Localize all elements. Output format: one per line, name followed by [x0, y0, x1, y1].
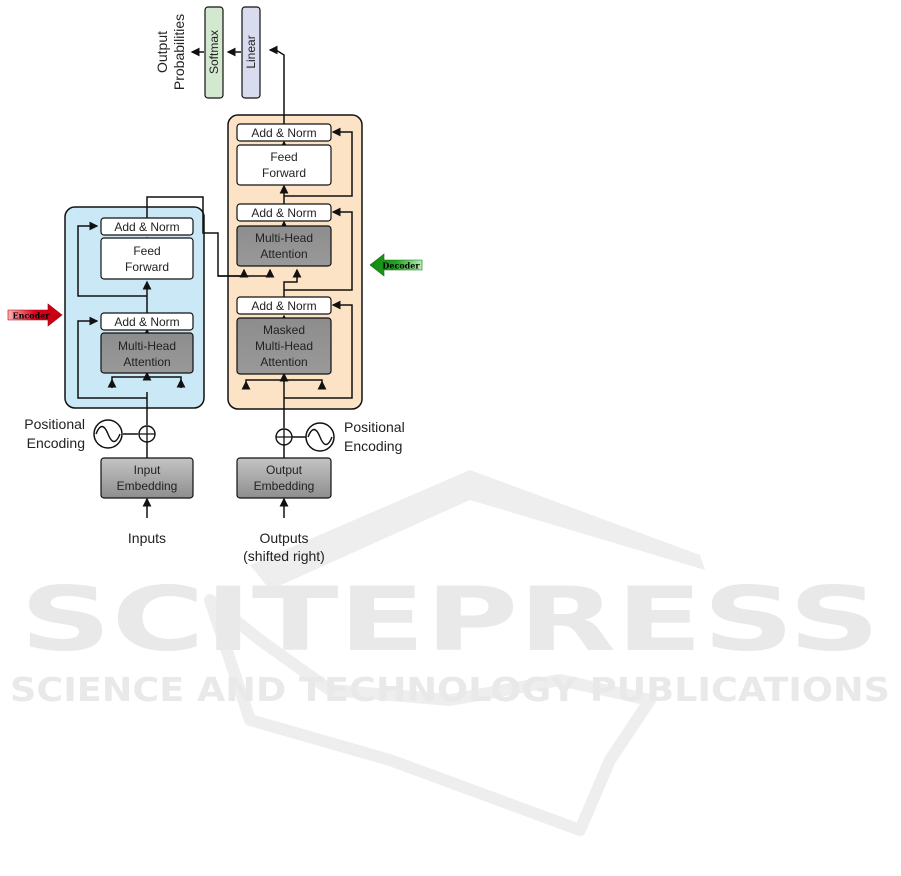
svg-text:Encoding: Encoding [344, 438, 402, 454]
encoder-multi-head-attention: Multi-Head Attention [100, 332, 194, 374]
linear-layer: Linear [241, 6, 261, 99]
svg-text:Decoder: Decoder [382, 261, 420, 271]
encoder-feed-forward: Feed Forward [100, 237, 194, 280]
svg-text:Multi-Head: Multi-Head [255, 231, 313, 245]
svg-text:Output: Output [154, 31, 170, 73]
decoder-masked-attention: Masked Multi-Head Attention [236, 317, 332, 375]
svg-text:Input: Input [134, 463, 161, 477]
svg-text:Outputs: Outputs [259, 530, 308, 546]
decoder-add-norm-bottom: Add & Norm [236, 296, 332, 315]
svg-text:Multi-Head: Multi-Head [255, 339, 313, 353]
svg-text:Feed: Feed [270, 150, 297, 164]
decoder-add-norm-top: Add & Norm [236, 123, 332, 142]
output-positional-encoding-label: Positional Encoding [344, 419, 405, 454]
output-embedding: Output Embedding [236, 457, 332, 499]
output-probabilities-label: Output Probabilities [154, 14, 187, 90]
svg-text:Masked: Masked [263, 323, 305, 337]
svg-text:Add & Norm: Add & Norm [114, 315, 179, 329]
svg-text:Linear: Linear [244, 35, 258, 68]
input-add-icon [138, 425, 156, 443]
watermark-map-shape [204, 594, 656, 836]
svg-text:Encoder: Encoder [12, 311, 50, 321]
svg-text:Embedding: Embedding [254, 479, 315, 493]
svg-text:Add & Norm: Add & Norm [251, 126, 316, 140]
watermark-swoosh [250, 470, 705, 590]
svg-text:Encoding: Encoding [27, 435, 85, 451]
svg-text:Forward: Forward [125, 260, 169, 274]
inputs-label: Inputs [128, 530, 166, 546]
decoder-feed-forward: Feed Forward [236, 144, 332, 186]
svg-text:Add & Norm: Add & Norm [114, 220, 179, 234]
svg-text:Add & Norm: Add & Norm [251, 206, 316, 220]
svg-text:Output: Output [266, 463, 303, 477]
input-positional-encoding-label: Positional Encoding [24, 416, 85, 451]
watermark-subtitle: SCIENCE AND TECHNOLOGY PUBLICATIONS [10, 670, 890, 709]
softmax-layer: Softmax [204, 6, 224, 99]
input-embedding: Input Embedding [100, 457, 194, 499]
output-positional-encoding-icon [305, 422, 335, 452]
output-add-icon [275, 428, 293, 446]
svg-text:Add & Norm: Add & Norm [251, 299, 316, 313]
watermark: SCITEPRESS SCIENCE AND TECHNOLOGY PUBLIC… [10, 470, 890, 836]
svg-text:Attention: Attention [260, 355, 307, 369]
input-positional-encoding-icon [93, 419, 123, 449]
encoder-block [64, 206, 205, 409]
svg-text:Positional: Positional [24, 416, 85, 432]
encoder-add-norm-top: Add & Norm [100, 217, 194, 236]
encoder-add-norm-bottom: Add & Norm [100, 312, 194, 331]
svg-text:Attention: Attention [123, 355, 170, 369]
encoder-tag-arrow: Encoder [7, 303, 63, 327]
svg-text:Softmax: Softmax [207, 30, 221, 74]
decoder-add-norm-mid: Add & Norm [236, 203, 332, 222]
svg-text:Attention: Attention [260, 247, 307, 261]
svg-text:Multi-Head: Multi-Head [118, 339, 176, 353]
svg-text:Embedding: Embedding [117, 479, 178, 493]
outputs-label: Outputs (shifted right) [243, 530, 325, 564]
watermark-title: SCITEPRESS [20, 568, 880, 671]
svg-text:(shifted right): (shifted right) [243, 548, 325, 564]
svg-text:Probabilities: Probabilities [171, 14, 187, 90]
svg-text:Positional: Positional [344, 419, 405, 435]
decoder-tag-arrow: Decoder [369, 253, 423, 277]
svg-text:Forward: Forward [262, 166, 306, 180]
decoder-cross-attention: Multi-Head Attention [236, 225, 332, 267]
svg-text:Feed: Feed [133, 244, 160, 258]
